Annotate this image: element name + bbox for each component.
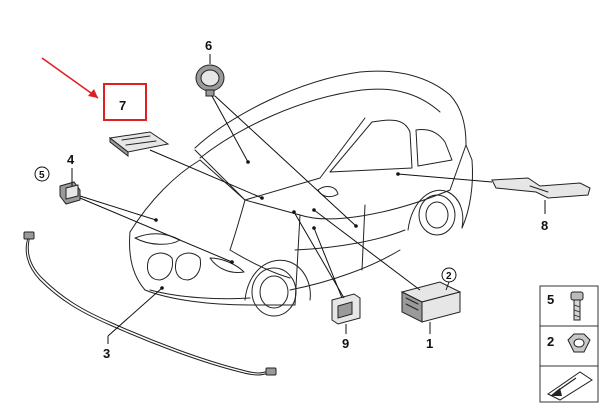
- bolt-icon: [570, 291, 584, 321]
- part-8-strip: [491, 177, 591, 199]
- legend-label-2: 2: [547, 334, 554, 349]
- callout-circle-2: [441, 267, 457, 283]
- callout-labels: 7 6 4 5 8 3 9 1 2: [34, 38, 548, 361]
- red-arrow-head-icon: [88, 89, 98, 98]
- hardware-legend: 5 2: [539, 285, 599, 403]
- callout-5: 5: [39, 170, 45, 181]
- callout-2: 2: [446, 271, 452, 282]
- callout-circle-5: [34, 166, 50, 182]
- highlight-group: [41, 57, 147, 121]
- part-3-cable: [23, 231, 277, 376]
- callout-3: 3: [103, 346, 110, 361]
- legend-label-5: 5: [547, 292, 554, 307]
- part-6-speaker: [195, 64, 225, 97]
- callout-8: 8: [541, 218, 548, 233]
- part-4-sensor: [59, 181, 81, 205]
- part-7-module: [108, 131, 170, 158]
- leader-lines: [71, 54, 546, 344]
- part-1-control-unit: [400, 281, 462, 323]
- callout-4: 4: [67, 152, 75, 167]
- highlight-box-7: [103, 83, 147, 121]
- callout-7: 7: [119, 98, 126, 113]
- part-9-bracket: [331, 293, 361, 325]
- callout-1: 1: [426, 336, 433, 351]
- car-outline: [129, 70, 473, 317]
- callout-6: 6: [205, 38, 212, 53]
- shim-icon: [547, 371, 593, 401]
- callout-9: 9: [342, 336, 349, 351]
- red-arrow-icon: [41, 57, 99, 99]
- nut-icon: [567, 333, 591, 353]
